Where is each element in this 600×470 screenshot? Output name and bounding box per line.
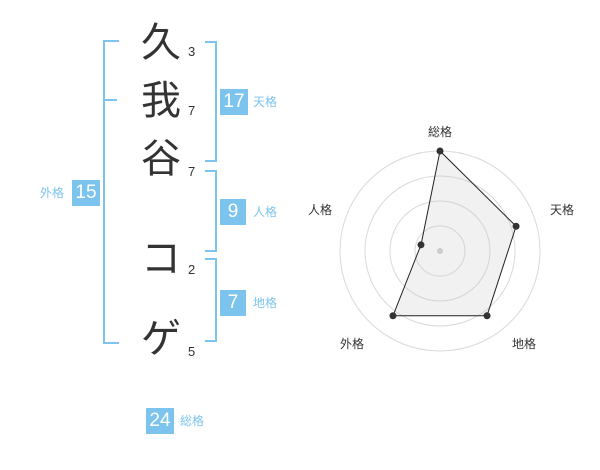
radar-center-dot <box>437 248 443 254</box>
radar-ring-2 <box>389 200 491 302</box>
radar-label-jinkaku: 人格 <box>307 203 332 217</box>
name-char-3: 谷 <box>141 136 181 182</box>
radar-label-chikaku: 地格 <box>511 337 536 351</box>
radar-label-tenkaku: 天格 <box>549 203 574 217</box>
radar-point-5 <box>417 241 425 249</box>
jinkaku-badge: 9 <box>220 199 246 225</box>
stroke-count-4: 2 <box>188 262 196 277</box>
radar-point-2 <box>512 222 520 230</box>
tenkaku-label: 天格 <box>253 95 278 109</box>
name-char-5: ゲ <box>141 316 181 362</box>
chikaku-bracket <box>205 258 217 342</box>
gaikaku-bracket <box>103 40 119 344</box>
gaikaku-label: 外格 <box>40 186 65 200</box>
jinkaku-label: 人格 <box>253 205 278 219</box>
soukaku-label: 総格 <box>180 414 205 428</box>
chikaku-label: 地格 <box>253 296 278 310</box>
radar-label-soukaku: 総格 <box>427 125 452 139</box>
tenkaku-bracket <box>205 41 217 162</box>
stroke-count-3: 7 <box>188 164 196 179</box>
jinkaku-bracket <box>205 170 217 252</box>
chikaku-badge: 7 <box>220 290 246 316</box>
radar-ring-1 <box>414 225 466 277</box>
stroke-count-5: 5 <box>188 344 196 359</box>
stroke-count-1: 3 <box>188 44 196 59</box>
gaikaku-badge: 15 <box>72 180 100 206</box>
gaikaku-bracket-tick <box>103 99 117 101</box>
soukaku-badge: 24 <box>146 408 174 434</box>
radar-label-gaikaku: 外格 <box>339 337 364 351</box>
name-char-4: コ <box>141 236 181 282</box>
radar-ring-3 <box>364 175 516 327</box>
name-char-1: 久 <box>141 20 181 66</box>
radar-point-3 <box>483 312 491 320</box>
name-char-2: 我 <box>141 78 181 124</box>
radar-point-4 <box>389 312 397 320</box>
tenkaku-badge: 17 <box>220 89 248 115</box>
radar-point-1 <box>436 147 444 155</box>
stroke-count-2: 7 <box>188 103 196 118</box>
radar-data-polygon <box>392 149 517 317</box>
